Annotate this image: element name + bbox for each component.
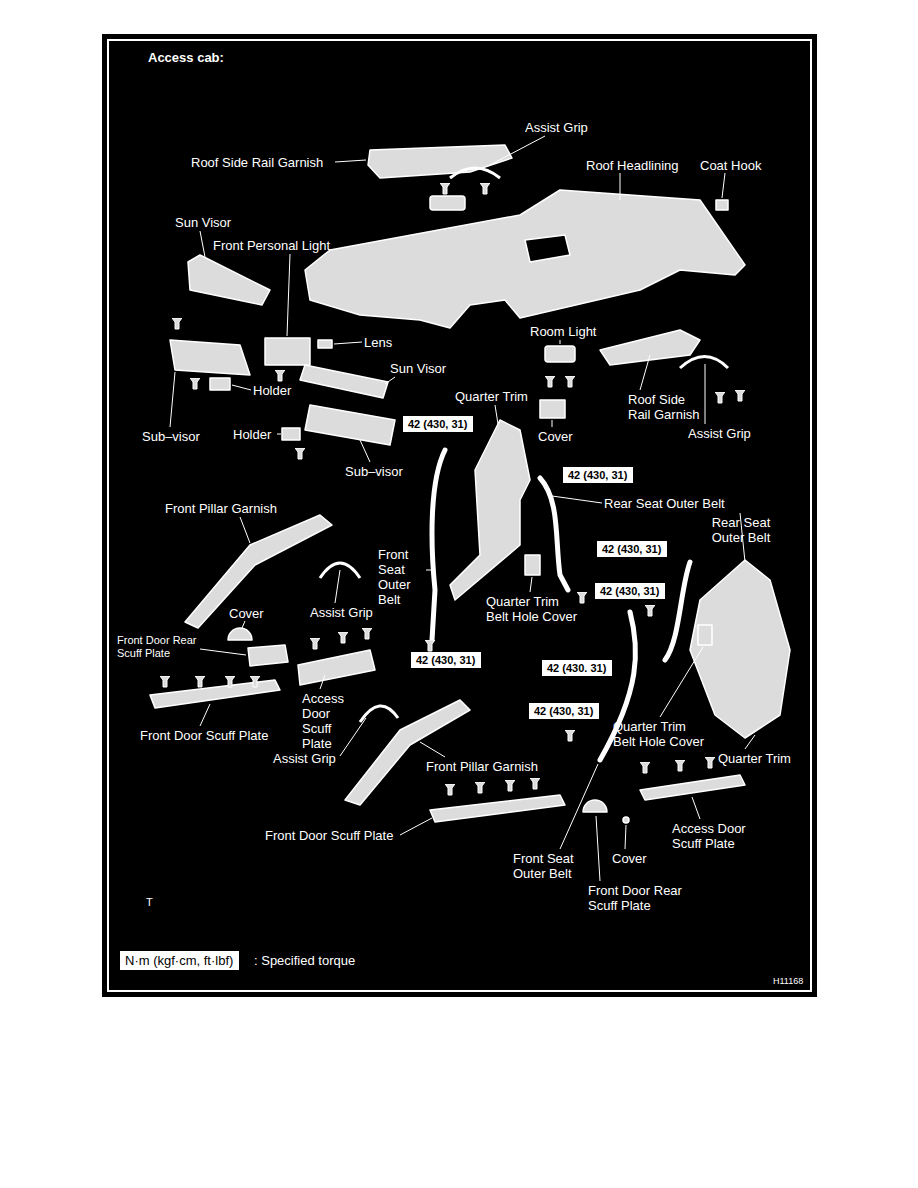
holder: [282, 428, 300, 440]
roof-side-rail-garnish: [368, 145, 512, 178]
part-name: Coat Hook: [700, 158, 761, 173]
torque-box: 42 (430, 31): [597, 541, 667, 557]
front-pillar-garnish: [345, 700, 470, 805]
sun-visor: [188, 255, 270, 305]
seat-belt: [540, 478, 568, 590]
torque-value: 42 (430, 31): [568, 469, 628, 481]
part-name: Roof Side Rail Garnish: [191, 155, 323, 170]
part-name: Front Seat Outer Belt: [378, 547, 422, 607]
part-name: Front Personal Light: [213, 238, 330, 253]
title: Access cab:: [148, 50, 224, 65]
torque-box: 42 (430, 31): [403, 416, 473, 432]
part-name: Front Pillar Garnish: [165, 501, 277, 516]
part-name: Front Door Rear Scuff Plate: [117, 634, 201, 660]
cover: [583, 800, 607, 812]
belt-hole-cover: [525, 555, 540, 575]
front-personal-light: [265, 338, 310, 365]
frame-border: [108, 40, 811, 991]
torque-box: 42 (430, 31): [563, 467, 633, 483]
torque-box: N·m (kgf·cm, ft·lbf): [120, 951, 239, 970]
cover: [540, 400, 565, 418]
torque-value: 42 (430, 31): [534, 705, 594, 717]
grip-base: [430, 196, 465, 210]
quarter-trim: [450, 420, 530, 600]
part-name: Assist Grip: [688, 426, 751, 441]
part-name: Access Door Scuff Plate: [672, 821, 762, 851]
part-name: Front Seat Outer Belt: [513, 851, 583, 881]
part-name: Rear Seat Outer Belt: [706, 515, 776, 545]
part-name: Quarter Trim Belt Hole Cover: [613, 719, 708, 749]
part-name: Sub–visor: [345, 464, 403, 479]
part-name: Front Pillar Garnish: [426, 759, 538, 774]
scuff-plate: [248, 645, 288, 666]
torque-box: 42 (430, 31): [595, 583, 665, 599]
cover: [228, 628, 252, 640]
part-name: Front Door Scuff Plate: [140, 728, 268, 743]
front-pillar-garnish: [185, 515, 332, 628]
torque-value: 42 (430, 31): [600, 585, 660, 597]
front-door-scuff-plate: [430, 795, 565, 822]
part-name: Rear Seat Outer Belt: [604, 496, 725, 511]
part-name: : Specified torque: [254, 953, 355, 968]
part-name: Quarter Trim Belt Hole Cover: [486, 594, 581, 624]
frame: [102, 34, 817, 997]
part-name: Sun Visor: [175, 215, 231, 230]
part-name: Cover: [612, 851, 647, 866]
part-name: Quarter Trim: [455, 389, 528, 404]
sun-visor: [300, 365, 388, 398]
sub-visor: [305, 405, 395, 445]
part-name: Access Door Scuff Plate: [302, 691, 350, 751]
torque-value: 42 (430. 31): [547, 662, 607, 674]
part-name: Holder: [233, 427, 271, 442]
sub-visor: [170, 340, 250, 375]
coat-hook: [716, 200, 728, 210]
front-door-scuff-plate: [150, 680, 280, 708]
lens: [318, 340, 332, 348]
part-name: Sub–visor: [142, 429, 200, 444]
seat-belt: [665, 562, 690, 660]
part-name: Roof Headlining: [586, 158, 679, 173]
torque-value: 42 (430, 31): [408, 418, 468, 430]
clip: [623, 817, 629, 823]
part-name: Quarter Trim: [718, 751, 791, 766]
torque-value: 42 (430, 31): [602, 543, 662, 555]
quarter-trim: [690, 560, 790, 738]
part-name: Assist Grip: [525, 120, 588, 135]
roof-headlining: [305, 190, 745, 328]
torque-box: 42 (430, 31): [411, 652, 481, 668]
sunroof-opening: [525, 235, 570, 262]
part-name: Assist Grip: [310, 605, 373, 620]
seat-belt: [432, 450, 445, 640]
holder: [210, 378, 230, 390]
torque-box: 42 (430, 31): [529, 703, 599, 719]
part-name: Cover: [229, 606, 264, 621]
torque-value: N·m (kgf·cm, ft·lbf): [125, 953, 234, 968]
part-name: Sun Visor: [390, 361, 446, 376]
part-name: Assist Grip: [273, 751, 336, 766]
torque-box: 42 (430. 31): [542, 660, 612, 676]
part-name: T: [146, 896, 153, 909]
access-door-scuff-plate: [640, 775, 745, 800]
torque-value: 42 (430, 31): [416, 654, 476, 666]
part-name: Lens: [364, 335, 392, 350]
part-name: Cover: [538, 429, 573, 444]
part-name: H11168: [773, 976, 803, 986]
part-name: Room Light: [530, 324, 596, 339]
part-name: Holder: [253, 383, 291, 398]
part-name: Front Door Rear Scuff Plate: [588, 883, 684, 913]
screws: [160, 183, 745, 795]
assist-grip: [680, 357, 728, 369]
room-light: [545, 346, 575, 362]
belt-hole-cover: [698, 625, 712, 645]
access-door-scuff-plate: [298, 650, 375, 685]
assist-grip: [450, 168, 500, 178]
part-name: Roof Side Rail Garnish: [628, 392, 706, 422]
roof-side-rail-garnish: [600, 330, 700, 365]
assist-grip: [360, 706, 398, 722]
part-name: Front Door Scuff Plate: [265, 828, 393, 843]
